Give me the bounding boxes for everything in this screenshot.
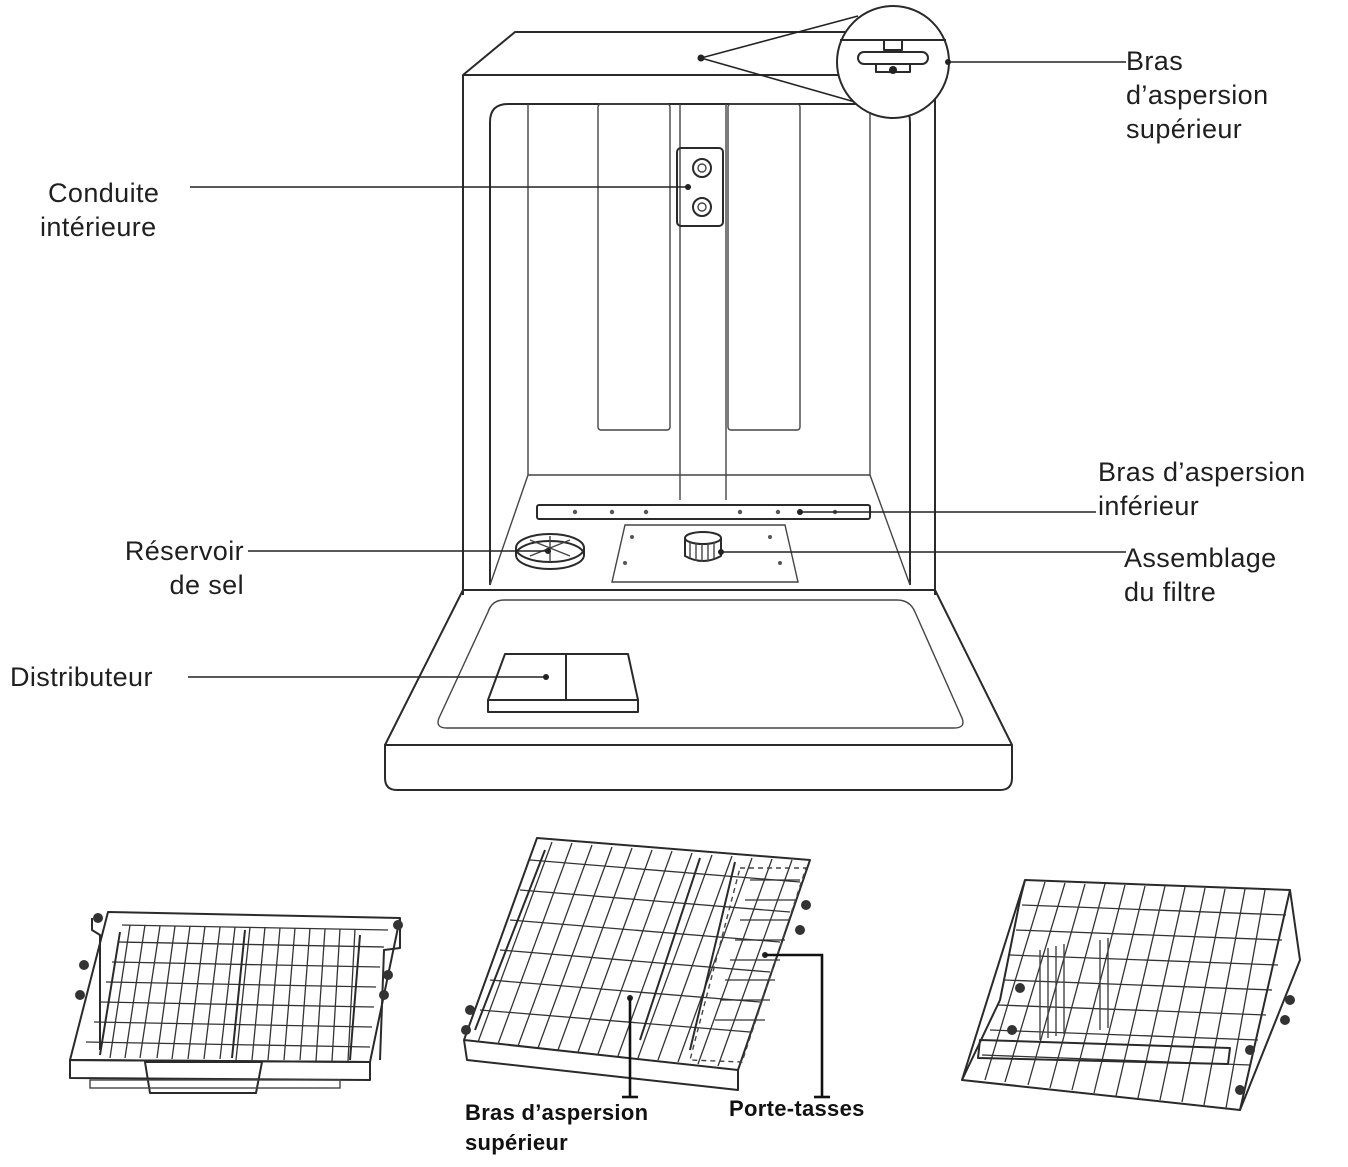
label-inner-duct: Conduite intérieure bbox=[40, 178, 160, 242]
label-rack-upper-spray-arm: Bras d’aspersion supérieur bbox=[465, 1100, 649, 1155]
label-salt-reservoir: Réservoir de sel bbox=[124, 536, 244, 600]
label-lower-spray-arm: Bras d’aspersion inférieur bbox=[1098, 457, 1306, 521]
upper-spray-arm-zoom bbox=[697, 5, 950, 119]
cutlery-tray bbox=[69, 911, 403, 1094]
label-filter-assembly: Assemblage du filtre bbox=[1124, 543, 1277, 607]
leader-lines bbox=[188, 59, 1126, 678]
label-cup-holder: Porte-tasses bbox=[729, 1096, 865, 1121]
label-dispenser: Distributeur bbox=[10, 662, 153, 692]
label-upper-spray-arm: Bras d’aspersion supérieur bbox=[1126, 46, 1269, 144]
rack-leader-lines bbox=[622, 953, 830, 1099]
dishwasher-body bbox=[384, 31, 1013, 791]
lower-rack bbox=[961, 879, 1301, 1111]
upper-rack bbox=[461, 837, 811, 1091]
